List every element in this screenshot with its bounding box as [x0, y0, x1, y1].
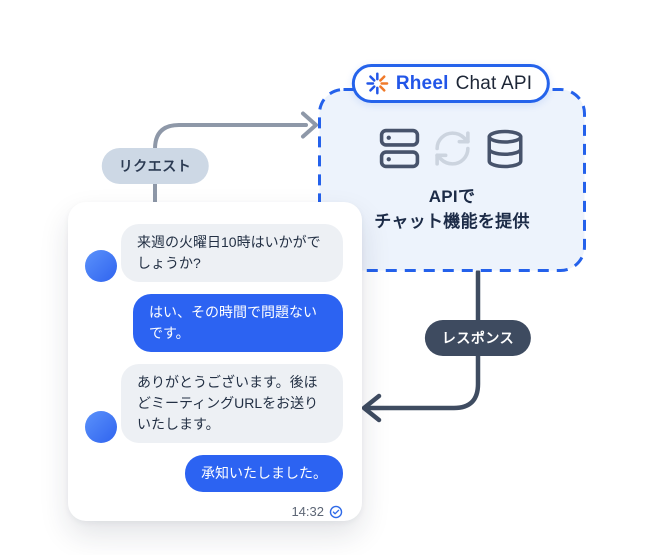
contact-avatar: [85, 250, 117, 282]
rheel-logo-icon: [366, 72, 389, 95]
api-brand-badge: Rheel Chat API: [351, 64, 551, 103]
api-description: APIで チャット機能を提供: [374, 184, 530, 234]
message-meta-row: 14:32: [85, 504, 343, 519]
product-name: Chat API: [455, 72, 533, 94]
response-arrowhead: [361, 393, 382, 423]
response-label: レスポンス: [424, 320, 532, 356]
chat-window: 来週の火曜日10時はいかがでしょうか? はい、その時間で問題ないです。 ありがと…: [68, 202, 362, 521]
message-row-incoming: ありがとうございます。後ほどミーティングURLをお送りいたします。: [85, 364, 343, 443]
check-circle-icon: [329, 505, 343, 518]
chat-bubble-incoming: ありがとうございます。後ほどミーティングURLをお送りいたします。: [121, 364, 343, 443]
server-icon: [379, 128, 420, 169]
database-icon: [487, 129, 523, 168]
message-row-incoming: 来週の火曜日10時はいかがでしょうか?: [85, 224, 343, 282]
chat-bubble-outgoing: はい、その時間で問題ないです。: [133, 294, 343, 352]
chat-bubble-incoming: 来週の火曜日10時はいかがでしょうか?: [121, 224, 343, 282]
message-timestamp: 14:32: [291, 504, 324, 519]
sync-icon: [435, 131, 470, 166]
api-service-box: APIで チャット機能を提供: [318, 88, 586, 272]
api-icons-row: [378, 127, 526, 170]
message-row-outgoing: はい、その時間で問題ないです。: [85, 294, 343, 352]
contact-avatar: [85, 411, 117, 443]
request-label: リクエスト: [101, 148, 209, 184]
brand-name: Rheel: [395, 72, 449, 94]
chat-bubble-outgoing: 承知いたしました。: [185, 455, 343, 492]
response-arrow-line: [365, 269, 481, 411]
request-arrowhead: [301, 111, 318, 139]
api-description-line2: チャット機能を提供: [374, 212, 530, 231]
message-row-outgoing: 承知いたしました。: [85, 455, 343, 492]
api-description-line1: APIで: [428, 187, 476, 206]
